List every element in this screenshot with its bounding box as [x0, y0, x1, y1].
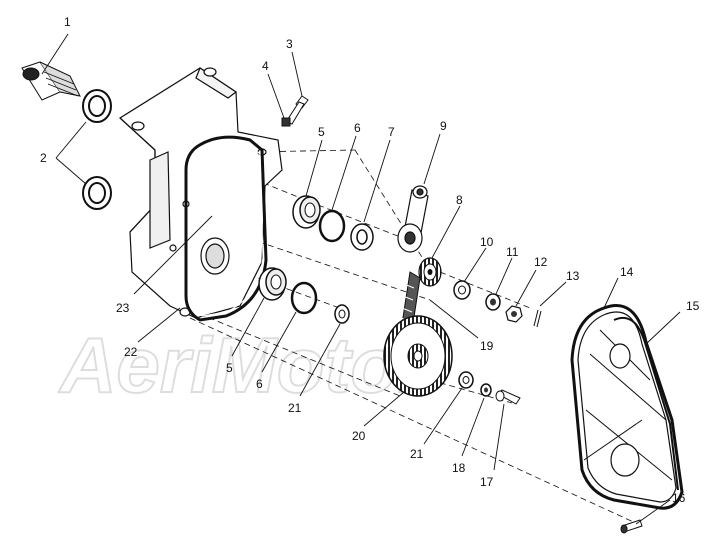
washer-21-left: [334, 304, 350, 324]
callout-2: 2: [40, 151, 47, 165]
callout-5-lower: 5: [226, 361, 233, 375]
callout-1: 1: [64, 15, 71, 29]
leader-lines: [41, 33, 681, 525]
callout-labels: 1 2 3 4 5 5 6 6 7 8 9 10 11 12 13 14 15 …: [40, 15, 700, 505]
o-ring-upper: [318, 209, 346, 243]
callout-15: 15: [686, 299, 700, 313]
large-sprocket: [383, 315, 453, 397]
callout-13: 13: [566, 269, 580, 283]
callout-10: 10: [480, 235, 494, 249]
washer-10: [453, 280, 471, 300]
chaincase-cover: [570, 304, 684, 510]
callout-6-upper: 6: [354, 121, 361, 135]
small-sprocket: [418, 257, 442, 287]
washer-7: [350, 223, 374, 251]
washer-11: [485, 293, 501, 311]
nut-12: [505, 305, 523, 323]
callout-8: 8: [456, 193, 463, 207]
callout-9: 9: [440, 119, 447, 133]
callout-23: 23: [116, 301, 130, 315]
tensioner-arm: [397, 185, 429, 253]
watermark: AeriMotor: [57, 320, 433, 410]
callout-21-left: 21: [288, 401, 302, 415]
bolt-17: [495, 389, 521, 405]
watermark-text: AeriMotor: [58, 321, 432, 409]
callout-22: 22: [124, 345, 138, 359]
cotter-pin: [533, 309, 542, 328]
seal-upper: [82, 89, 112, 123]
o-ring-lower: [290, 281, 318, 315]
chaincase-housing: [119, 67, 283, 322]
callout-18: 18: [452, 461, 466, 475]
adjuster-nut: [281, 117, 291, 127]
cover-gasket: [613, 316, 679, 491]
callout-12: 12: [534, 255, 548, 269]
callout-7: 7: [388, 125, 395, 139]
washer-18: [480, 383, 492, 397]
bearing-lower: [258, 267, 287, 301]
callout-21-right: 21: [410, 447, 424, 461]
bearing-upper: [292, 195, 321, 229]
callout-5-upper: 5: [318, 125, 325, 139]
callout-4: 4: [262, 59, 269, 73]
callout-3: 3: [286, 37, 293, 51]
callout-16: 16: [672, 491, 686, 505]
drive-shaft: [21, 61, 81, 101]
callout-11: 11: [506, 245, 519, 259]
callout-14: 14: [620, 265, 634, 279]
washer-21-right: [458, 371, 474, 389]
callout-6-lower: 6: [256, 377, 263, 391]
callout-19: 19: [480, 339, 494, 353]
seal-lower: [82, 176, 112, 210]
callout-20: 20: [352, 429, 366, 443]
callout-17: 17: [480, 475, 494, 489]
